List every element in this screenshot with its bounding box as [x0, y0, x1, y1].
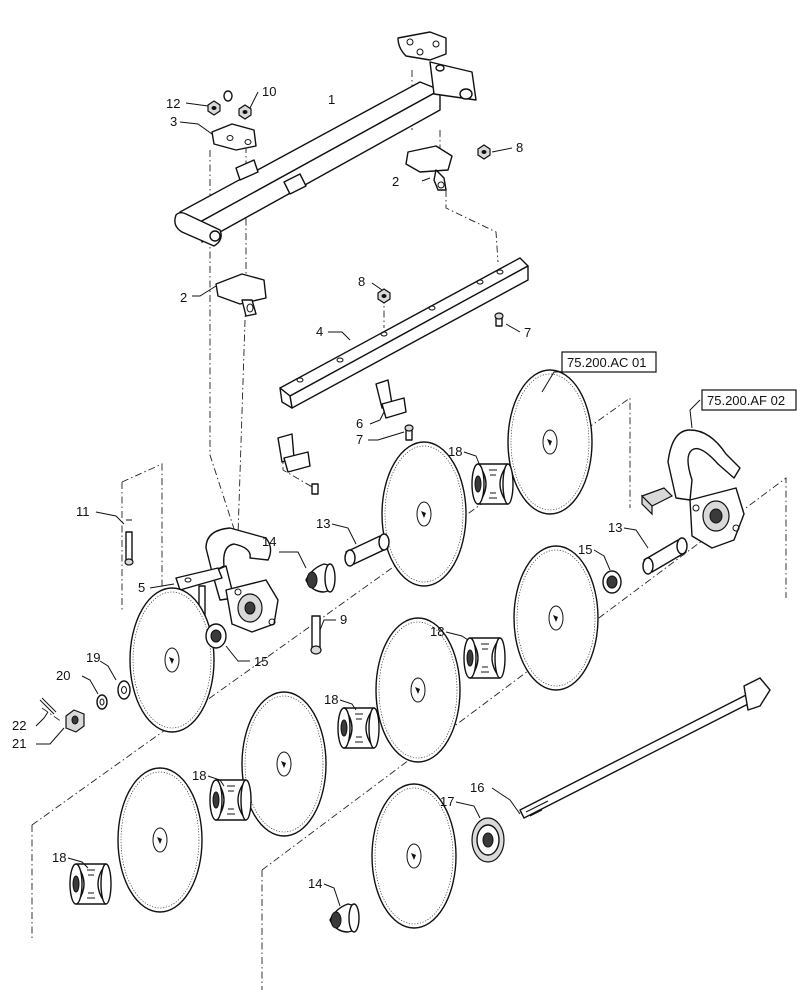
clamp-plate	[211, 123, 257, 151]
scraper-bar	[279, 257, 529, 409]
callout-10: 10	[262, 84, 276, 99]
callout-8-upper: 8	[516, 140, 523, 155]
callout-13-right: 13	[608, 520, 622, 535]
disc-blade-e	[375, 617, 461, 763]
spool-18a	[471, 463, 514, 505]
callout-13-left: 13	[316, 516, 330, 531]
bearing-hanger-left	[175, 527, 279, 633]
callout-2-upper: 2	[392, 174, 399, 189]
callout-20: 20	[56, 668, 70, 683]
washer-15b	[205, 623, 227, 649]
washer-19-icon	[117, 680, 131, 700]
washer-20-icon	[96, 694, 108, 710]
callout-22: 22	[12, 718, 26, 733]
callout-1: 1	[328, 92, 335, 107]
disc-blade-b	[381, 441, 467, 587]
gang-shaft	[519, 677, 771, 819]
spacer-tube-13b	[642, 537, 688, 575]
castle-nut-21-icon	[65, 709, 85, 733]
bumper-14a	[305, 563, 336, 593]
callout-18-c: 18	[324, 692, 338, 707]
callout-6: 6	[356, 416, 363, 431]
bracket-lower-left	[215, 273, 267, 317]
bearing-hanger-right	[667, 429, 745, 549]
callout-18-d: 18	[192, 768, 206, 783]
callout-11: 11	[76, 504, 90, 519]
bracket-upper-right	[405, 145, 453, 191]
spacer-tube-13a	[344, 533, 390, 567]
nut-8-upper-icon	[477, 144, 491, 160]
callout-17: 17	[440, 794, 454, 809]
washer-small-icon	[223, 90, 233, 102]
frame-beam	[174, 31, 477, 247]
disc-blade-c	[513, 545, 599, 691]
nut-10-icon	[238, 104, 252, 120]
bolt-7-right-icon	[494, 312, 504, 327]
reference-af-label: 75.200.AF 02	[707, 393, 785, 408]
callout-2-lower: 2	[180, 290, 187, 305]
disc-blade-a	[507, 369, 593, 515]
end-washer-17	[471, 817, 505, 863]
callout-9: 9	[340, 612, 347, 627]
bolt-7-left-icon	[311, 424, 414, 495]
disc-blade-d	[129, 587, 215, 733]
bolt-11-icon	[124, 519, 134, 566]
callout-21: 21	[12, 736, 26, 751]
callout-14-upper: 14	[262, 534, 276, 549]
reference-box-ac[interactable]: 75.200.AC 01	[561, 351, 657, 373]
spool-18b	[463, 637, 506, 679]
spool-18e	[69, 863, 112, 905]
spool-18d	[209, 779, 252, 821]
callout-16: 16	[470, 780, 484, 795]
bolt-9-icon	[310, 615, 322, 655]
callout-numbers: 1 2 2 3 4 5 6 7 7 8 8 9 10 11 12 13 13 1…	[12, 84, 622, 891]
callout-18-a: 18	[448, 444, 462, 459]
washer-15a	[602, 570, 622, 594]
callout-18-e: 18	[52, 850, 66, 865]
disc-blade-g	[117, 767, 203, 913]
callout-3: 3	[170, 114, 177, 129]
reference-ac-label: 75.200.AC 01	[567, 355, 647, 370]
spool-18c	[337, 707, 380, 749]
callout-4: 4	[316, 324, 323, 339]
leader-lines	[35, 91, 701, 907]
callout-15-right: 15	[578, 542, 592, 557]
bumper-14b	[329, 903, 360, 933]
callout-7-right: 7	[524, 325, 531, 340]
disc-blade-f	[241, 691, 327, 837]
callout-8-lower: 8	[358, 274, 365, 289]
nut-12-icon	[207, 100, 221, 116]
reference-box-af[interactable]: 75.200.AF 02	[701, 389, 797, 411]
spacer-block-icon	[640, 487, 674, 516]
callout-15-left: 15	[254, 654, 268, 669]
callout-14-lower: 14	[308, 876, 322, 891]
callout-19: 19	[86, 650, 100, 665]
callout-5: 5	[138, 580, 145, 595]
nut-8-lower-icon	[377, 288, 391, 304]
callout-7-left: 7	[356, 432, 363, 447]
callout-18-b: 18	[430, 624, 444, 639]
callout-12: 12	[166, 96, 180, 111]
cotter-pin-22-icon	[39, 697, 57, 715]
scraper-blade	[277, 379, 407, 473]
